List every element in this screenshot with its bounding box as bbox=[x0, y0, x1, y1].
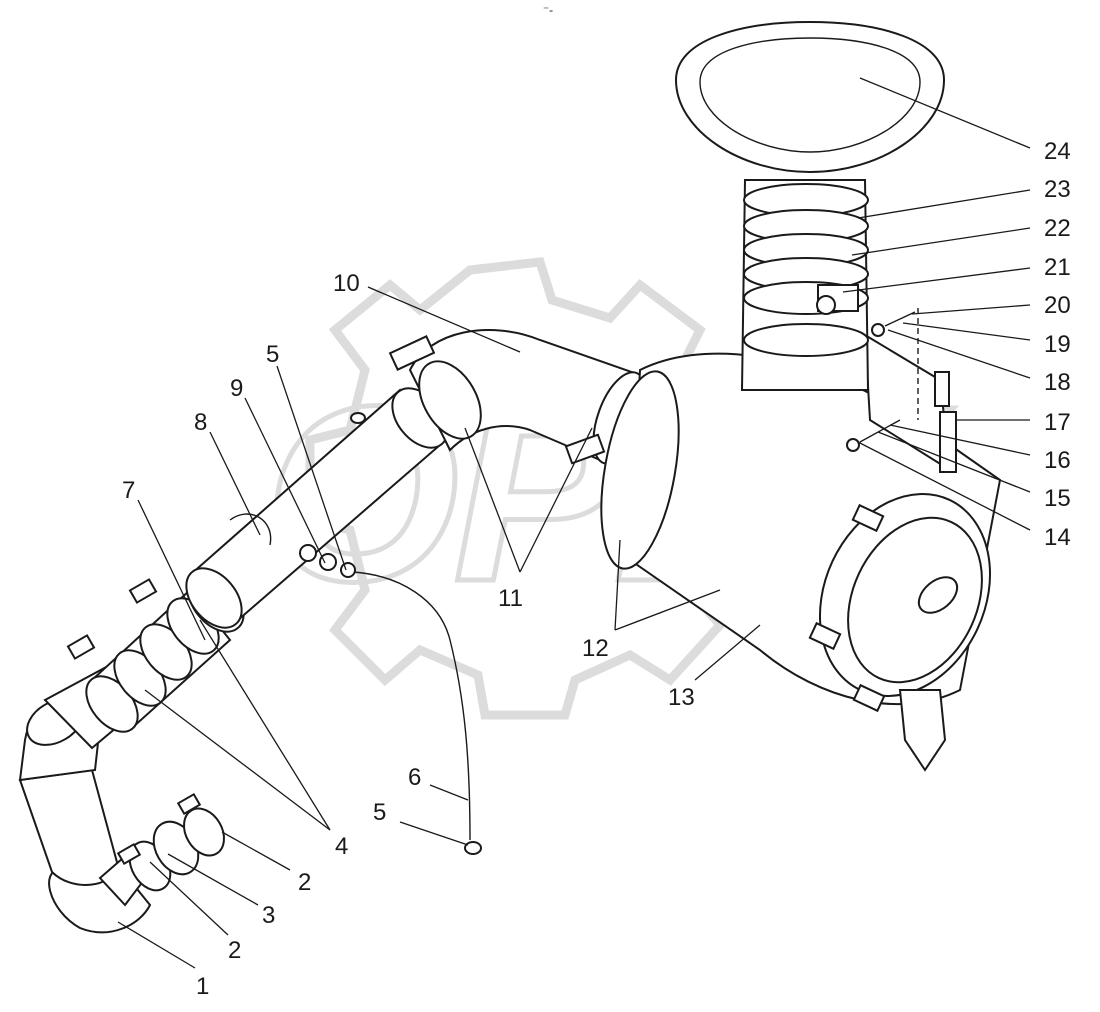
callout-14: 14 bbox=[1044, 524, 1071, 551]
callout-7: 7 bbox=[122, 477, 135, 504]
callout-16: 16 bbox=[1044, 447, 1071, 474]
callout-20: 20 bbox=[1044, 292, 1071, 319]
callout-23: 23 bbox=[1044, 176, 1071, 203]
intake-stack bbox=[740, 179, 870, 391]
callout-24: 24 bbox=[1044, 138, 1071, 165]
lower-clamps bbox=[116, 792, 225, 892]
callout-3: 3 bbox=[262, 902, 275, 929]
callout-2-lower: 2 bbox=[228, 937, 241, 964]
callout-4: 4 bbox=[335, 833, 348, 860]
callout-10: 10 bbox=[333, 270, 360, 297]
leaders bbox=[117, 77, 1031, 969]
callout-1: 1 bbox=[196, 973, 209, 1000]
rain-cap bbox=[674, 20, 946, 174]
mounting-bracket bbox=[846, 308, 957, 473]
callout-17: 17 bbox=[1044, 409, 1071, 436]
callout-22: 22 bbox=[1044, 215, 1071, 242]
callout-13: 13 bbox=[668, 684, 695, 711]
top-mark: ⁻- bbox=[543, 3, 553, 17]
callout-5-lower: 5 bbox=[373, 799, 386, 826]
callout-labels: 1 2 3 2 4 5 6 7 8 9 5 10 11 12 13 14 15 … bbox=[122, 138, 1071, 1000]
callout-12: 12 bbox=[582, 635, 609, 662]
callout-6: 6 bbox=[408, 764, 421, 791]
callout-18: 18 bbox=[1044, 369, 1071, 396]
callout-11: 11 bbox=[498, 585, 523, 612]
callout-21: 21 bbox=[1044, 254, 1071, 281]
callout-19: 19 bbox=[1044, 331, 1071, 358]
drain-hose bbox=[299, 544, 482, 855]
callout-2-upper: 2 bbox=[298, 869, 311, 896]
callout-5-upper: 5 bbox=[266, 341, 279, 368]
callout-8: 8 bbox=[194, 409, 207, 436]
gear-icon bbox=[305, 257, 750, 720]
callout-15: 15 bbox=[1044, 485, 1071, 512]
callout-9: 9 bbox=[230, 375, 243, 402]
